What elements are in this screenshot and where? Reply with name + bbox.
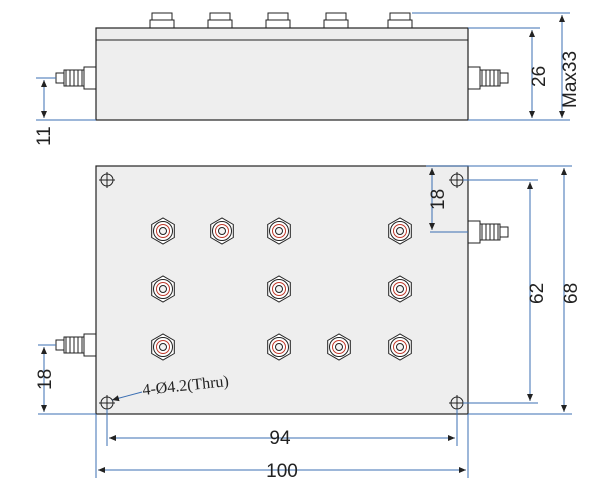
dim-side-height: 26 [468, 27, 550, 121]
tuning-screw [151, 275, 175, 303]
top-right-sma-connector [467, 220, 509, 244]
side-left-sma-connector [55, 66, 97, 90]
mounting-holes [99, 172, 465, 411]
dim-side-height-label: 26 [529, 66, 550, 87]
dim-hole-spacing-x-label: 94 [269, 428, 291, 449]
side-right-sma-connector [467, 66, 509, 90]
tuning-screw [151, 333, 175, 361]
dim-right-connector-offset-label: 18 [428, 189, 449, 210]
tuning-screw [151, 217, 175, 245]
tuning-screw [267, 217, 291, 245]
side-screw [323, 12, 349, 29]
dim-side-offset: 11 [34, 77, 96, 146]
top-view: 18 62 68 18 94 [35, 165, 582, 482]
side-screw [207, 12, 233, 29]
side-view: 11 26 Max33 [34, 12, 581, 146]
dim-height: 68 [468, 165, 582, 415]
dim-hole-spacing-x: 94 [106, 409, 458, 449]
tuning-screw [267, 275, 291, 303]
tuning-screw-grid [151, 217, 412, 361]
dim-left-connector-offset-label: 18 [35, 369, 56, 390]
tuning-screw [210, 217, 234, 245]
tuning-screw [388, 217, 412, 245]
side-tuning-screws [149, 12, 413, 29]
top-left-sma-connector [55, 333, 97, 357]
dim-side-max: Max33 [412, 12, 581, 121]
dim-width-label: 100 [266, 461, 298, 482]
dim-height-label: 68 [561, 283, 582, 304]
side-screw [265, 12, 291, 29]
tuning-screw [267, 333, 291, 361]
dim-side-offset-label: 11 [34, 126, 55, 146]
tuning-screw [327, 333, 351, 361]
dim-hole-spacing-y: 62 [463, 179, 548, 404]
side-screw [387, 12, 413, 29]
dim-hole-spacing-y-label: 62 [527, 283, 548, 304]
dim-side-max-label: Max33 [560, 51, 581, 108]
dim-left-connector-offset: 18 [35, 344, 96, 415]
side-screw [149, 12, 175, 29]
tuning-screw [388, 275, 412, 303]
side-housing [95, 27, 469, 121]
dim-width: 100 [95, 414, 469, 482]
mounting-hole [99, 172, 115, 188]
dim-right-connector-offset: 18 [426, 165, 468, 233]
tuning-screw [388, 333, 412, 361]
